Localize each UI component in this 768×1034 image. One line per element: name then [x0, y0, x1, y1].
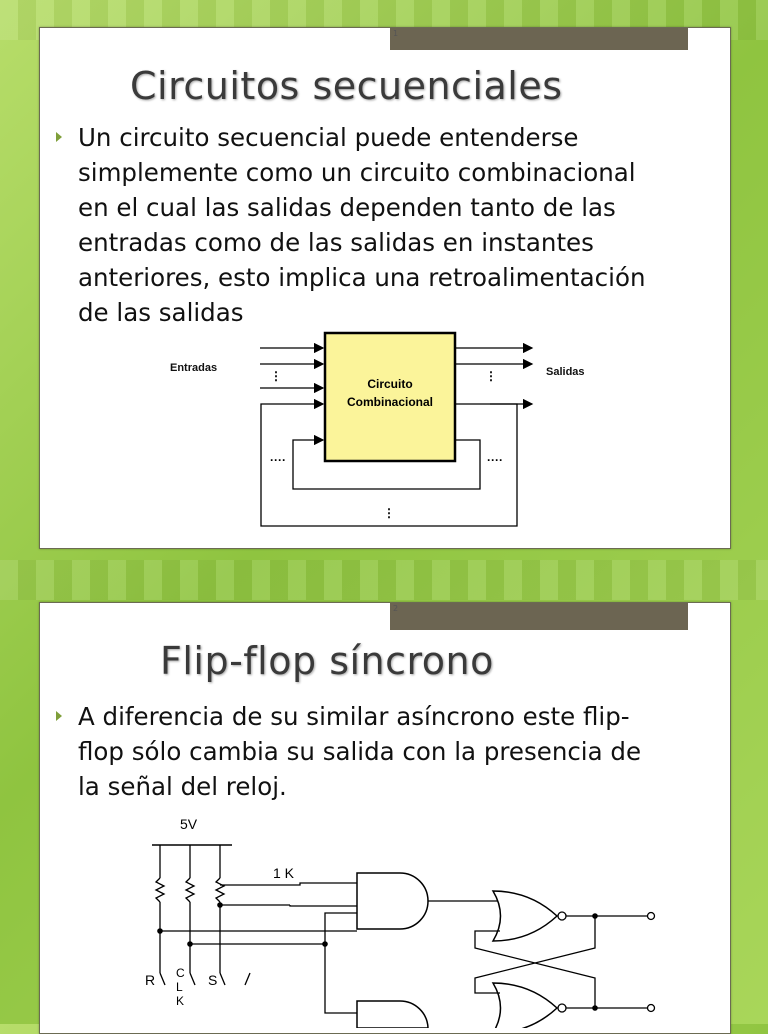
- feedback-line-outer: [260, 398, 518, 527]
- switch-clk-label-l: L: [176, 980, 183, 994]
- junction: [592, 1005, 598, 1011]
- nor-wiring: [428, 900, 650, 1009]
- background-stripe: [0, 560, 768, 600]
- slide-title: Circuitos secuenciales: [130, 64, 563, 108]
- nor-gate: [491, 982, 559, 1028]
- text-line: la señal del reloj.: [78, 772, 287, 801]
- nor-gate: [491, 890, 559, 942]
- slide-header-tab: [390, 28, 688, 50]
- switch-r-label: R: [145, 972, 155, 988]
- bullet-paragraph: A diferencia de su similar asíncrono est…: [56, 699, 728, 804]
- combinational-block: [323, 331, 457, 463]
- page-number: 2: [393, 604, 399, 613]
- text-line: A diferencia de su similar asíncrono est…: [78, 702, 630, 731]
- slide-2: 2 Flip-flop síncrono A diferencia de su …: [39, 602, 731, 1034]
- text-line: anteriores, esto implica una retroalimen…: [78, 263, 646, 292]
- feedback-line-inner: [292, 434, 481, 490]
- sequential-circuit-diagram: Entradas Salidas ⋮ Circuito Combinaciona…: [170, 331, 585, 527]
- slide-1: 1 Circuitos secuenciales Un circuito sec…: [39, 27, 731, 549]
- inverter-bubble: [557, 911, 567, 921]
- switches: [159, 972, 251, 986]
- switch-clk-label-c: C: [176, 966, 185, 980]
- switch-s-label: S: [208, 972, 217, 988]
- text-line: entradas como de las salidas en instante…: [78, 228, 594, 257]
- resistor-label: 1 K: [273, 865, 295, 881]
- switch-clk-label-k: K: [176, 994, 184, 1008]
- junction: [592, 913, 598, 919]
- bullet-arrow-icon: [56, 711, 62, 721]
- junction: [217, 902, 223, 908]
- ellipsis: ⋮: [383, 506, 395, 520]
- text-line: Un circuito secuencial puede entenderse: [78, 123, 579, 152]
- text-line: de las salidas: [78, 298, 244, 327]
- resistor-rails: [154, 845, 226, 973]
- ellipsis: ⋮: [270, 369, 282, 383]
- ellipsis: ····: [270, 453, 286, 467]
- inputs-label: Entradas: [170, 362, 217, 374]
- flip-flop-circuit-diagram: 5V 1 K: [145, 816, 656, 1028]
- text-line: en el cual las salidas dependen tanto de…: [78, 193, 616, 222]
- ellipsis: ⋮: [485, 369, 497, 383]
- block-label-1: Circuito: [367, 377, 412, 391]
- inverter-bubble: [557, 1003, 567, 1013]
- outputs-label: Salidas: [546, 366, 585, 378]
- wiring: [160, 882, 357, 1014]
- junction: [187, 941, 193, 947]
- output-terminal: [646, 1003, 656, 1013]
- page-number: 1: [393, 29, 399, 38]
- text-line: simplemente como un circuito combinacion…: [78, 158, 636, 187]
- block-label-2: Combinacional: [347, 395, 433, 409]
- supply-label: 5V: [180, 816, 198, 832]
- output-terminal: [646, 911, 656, 921]
- text-line: flop sólo cambia su salida con la presen…: [78, 737, 642, 766]
- and-gate: [356, 872, 429, 930]
- bullet-paragraph: Un circuito secuencial puede entenderse …: [56, 120, 728, 330]
- ellipsis: ····: [487, 453, 503, 467]
- bullet-arrow-icon: [56, 132, 62, 142]
- slide-title: Flip-flop síncrono: [160, 639, 494, 683]
- slide-header-tab: [390, 603, 688, 630]
